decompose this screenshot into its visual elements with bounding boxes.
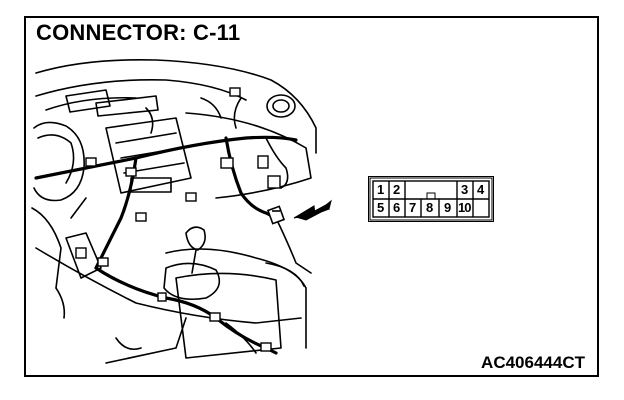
pin-label: 6 <box>393 200 401 215</box>
connector-title: CONNECTOR: C-11 <box>36 20 241 45</box>
console-lower <box>35 247 302 324</box>
dash-outline-top <box>35 58 317 154</box>
pinout-outline <box>369 177 493 221</box>
pin-label: 5 <box>377 200 385 215</box>
connector-pinout: 1 2 3 4 5 6 7 8 9 10 <box>368 176 494 222</box>
vent-right <box>266 94 296 118</box>
shifter-knob <box>185 226 206 251</box>
pin-label: 10 <box>458 200 472 215</box>
vent-left <box>65 89 111 113</box>
thin-wires <box>70 97 312 364</box>
wiring-harness <box>34 135 298 355</box>
steering-area <box>33 121 85 202</box>
pin-label: 2 <box>393 182 401 197</box>
pin-label: 4 <box>477 182 485 197</box>
figure-code: AC406444CT <box>481 353 585 372</box>
c11-connector <box>266 205 286 225</box>
shifter-boot <box>163 262 221 301</box>
pointer-arrow-icon <box>293 199 332 221</box>
pin-label: 3 <box>461 182 469 197</box>
pin-label: 7 <box>409 200 417 215</box>
dash-outline-inner <box>35 79 247 101</box>
diagram-frame: CONNECTOR: C-11 <box>24 16 599 377</box>
pin-label: 1 <box>377 182 385 197</box>
dashboard-illustration <box>31 58 332 364</box>
vent-center <box>95 95 159 117</box>
pin-label: 9 <box>444 200 452 215</box>
glovebox <box>185 112 312 199</box>
pin-label: 8 <box>426 200 434 215</box>
harness-connectors <box>75 87 281 352</box>
